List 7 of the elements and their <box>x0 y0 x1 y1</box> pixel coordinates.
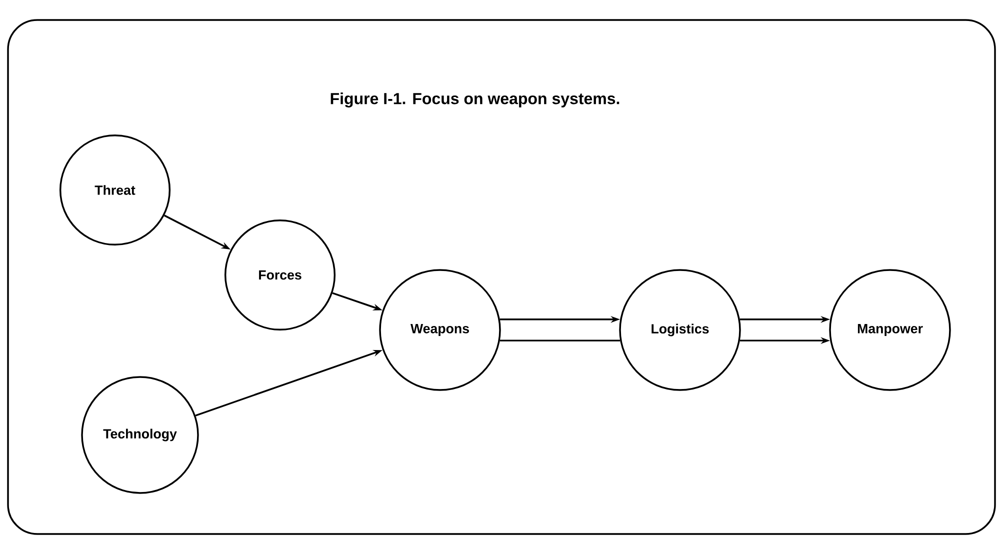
figure-title: Figure I-1. Focus on weapon systems. <box>330 92 620 108</box>
circle-node: Manpower <box>829 269 951 391</box>
circle-node: Logistics <box>619 269 741 391</box>
circle-node: Weapons <box>379 269 501 391</box>
circle-node: Threat <box>59 134 171 246</box>
circle-node: Forces <box>224 219 336 331</box>
circle-node: Technology <box>81 376 199 494</box>
